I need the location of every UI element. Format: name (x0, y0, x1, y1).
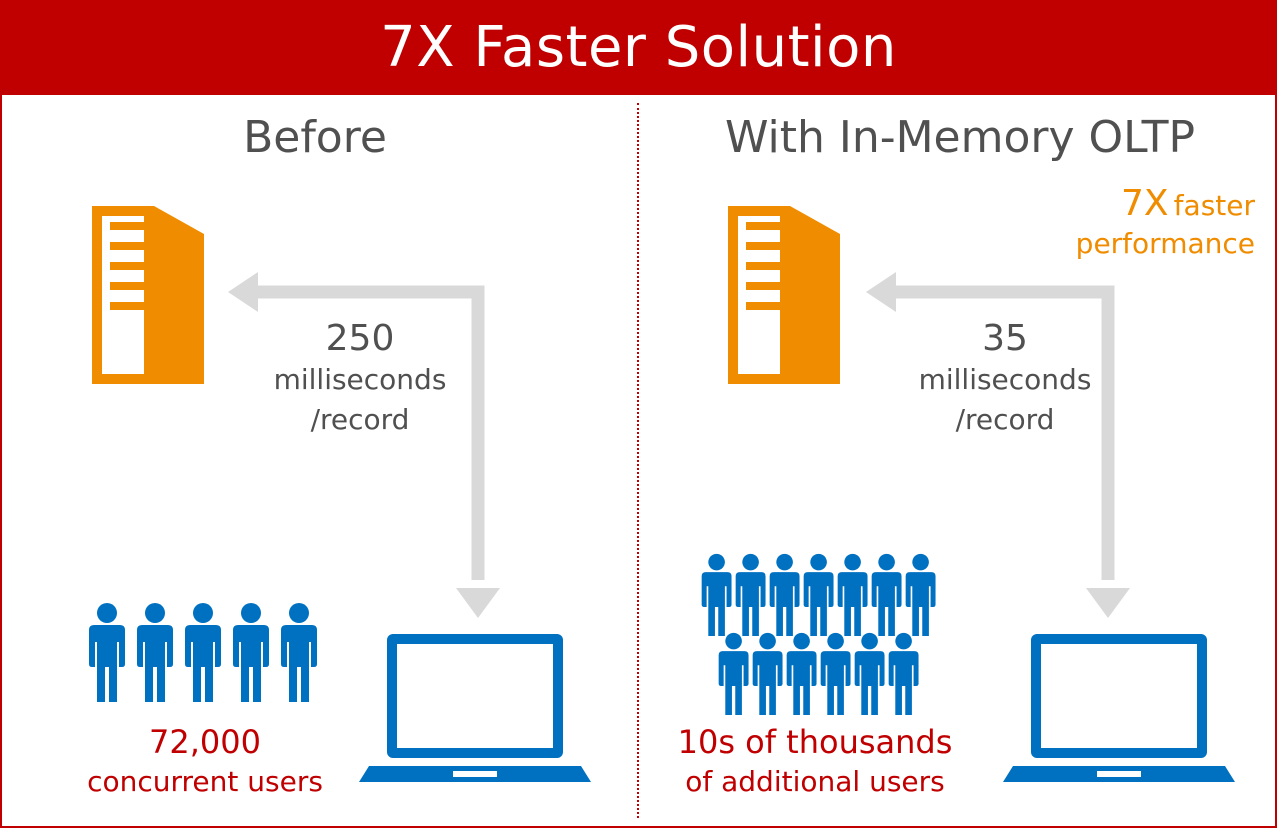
user-icon (820, 632, 851, 715)
speedup-value: 7X (1121, 183, 1169, 224)
speedup-line2: performance (1075, 227, 1255, 260)
user-icon (89, 603, 125, 702)
before-latency-unit-line1: milliseconds (273, 363, 447, 396)
before-latency-value: 250 (325, 318, 395, 359)
before-users-icon-group (89, 603, 317, 702)
after-server-icon (728, 206, 840, 384)
before-latency-unit-line2: /record (310, 403, 410, 436)
after-users-caption: 10s of thousands of additional users (650, 722, 980, 802)
before-server-icon (92, 206, 204, 384)
after-latency: 35 milliseconds /record (895, 318, 1115, 440)
before-heading: Before (243, 112, 387, 163)
user-icon (786, 632, 817, 715)
user-icon (281, 603, 317, 702)
after-latency-unit-line2: /record (955, 403, 1055, 436)
after-latency-value: 35 (982, 318, 1028, 359)
user-icon (137, 603, 173, 702)
before-latency: 250 milliseconds /record (250, 318, 470, 440)
after-users-icon-group (701, 553, 936, 715)
after-latency-unit-line1: milliseconds (918, 363, 1092, 396)
slide-title: 7X Faster Solution (380, 15, 897, 80)
user-icon (718, 632, 749, 715)
before-users-count: 72,000 (149, 723, 261, 761)
speedup-word: faster (1173, 189, 1255, 222)
before-round-trip-arrow (228, 272, 500, 618)
title-bar: 7X Faster Solution (0, 0, 1277, 95)
before-laptop-icon (359, 634, 591, 782)
user-icon (854, 632, 885, 715)
user-icon (905, 553, 936, 636)
user-icon (837, 553, 868, 636)
after-users-count: 10s of thousands (677, 723, 953, 761)
user-icon (888, 632, 919, 715)
after-heading: With In-Memory OLTP (724, 112, 1196, 163)
after-laptop-icon (1003, 634, 1235, 782)
user-icon (701, 553, 732, 636)
before-users-caption: 72,000 concurrent users (70, 722, 340, 802)
after-round-trip-arrow (866, 272, 1130, 618)
user-icon (871, 553, 902, 636)
after-users-label: of additional users (685, 765, 945, 798)
user-icon (769, 553, 800, 636)
user-icon (752, 632, 783, 715)
before-users-label: concurrent users (87, 765, 323, 798)
user-icon (185, 603, 221, 702)
user-icon (803, 553, 834, 636)
user-icon (735, 553, 766, 636)
user-icon (233, 603, 269, 702)
section-divider (637, 103, 639, 818)
speedup-callout: 7X faster performance (1040, 183, 1255, 264)
